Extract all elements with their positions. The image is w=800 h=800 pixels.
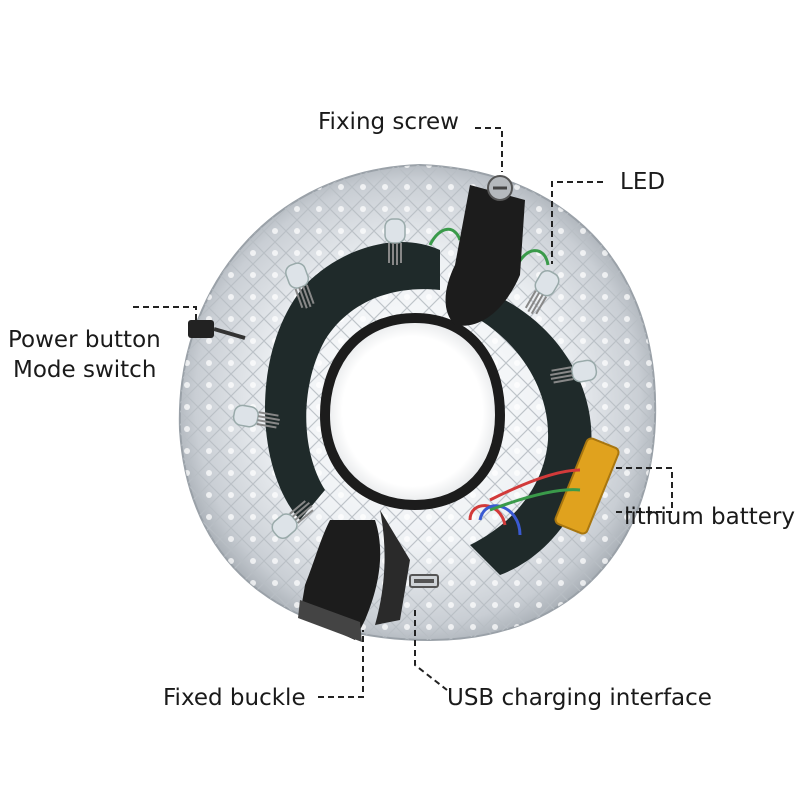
led-icon	[271, 500, 314, 539]
label-power-button: Power button	[8, 327, 161, 353]
wires	[428, 227, 581, 536]
label-led: LED	[620, 169, 666, 195]
clamp	[298, 185, 525, 642]
battery-shape	[554, 437, 620, 535]
leader-usb	[414, 610, 448, 691]
leader-power-button	[133, 306, 197, 322]
label-mode-switch: Mode switch	[13, 357, 157, 383]
center-hole	[319, 312, 506, 511]
led-icon	[285, 262, 315, 309]
led-group	[232, 218, 598, 539]
label-lithium-battery: lithium battery	[624, 504, 796, 530]
label-fixed-buckle: Fixed buckle	[163, 685, 306, 711]
label-usb-charging-interface: USB charging interface	[447, 685, 712, 711]
led-icon	[384, 218, 406, 265]
leader-fixed-buckle	[318, 630, 364, 698]
led-icon	[524, 269, 560, 315]
leader-battery	[612, 467, 673, 513]
leader-fixing-screw	[475, 127, 503, 172]
leader-lines	[133, 127, 673, 698]
led-icon	[550, 359, 598, 384]
usb-port-icon	[409, 574, 439, 588]
label-fixing-screw: Fixing screw	[318, 109, 459, 135]
led-icon	[232, 404, 280, 429]
power-button-icon	[188, 320, 246, 340]
leader-led	[551, 181, 603, 264]
screw-icon	[487, 175, 513, 201]
